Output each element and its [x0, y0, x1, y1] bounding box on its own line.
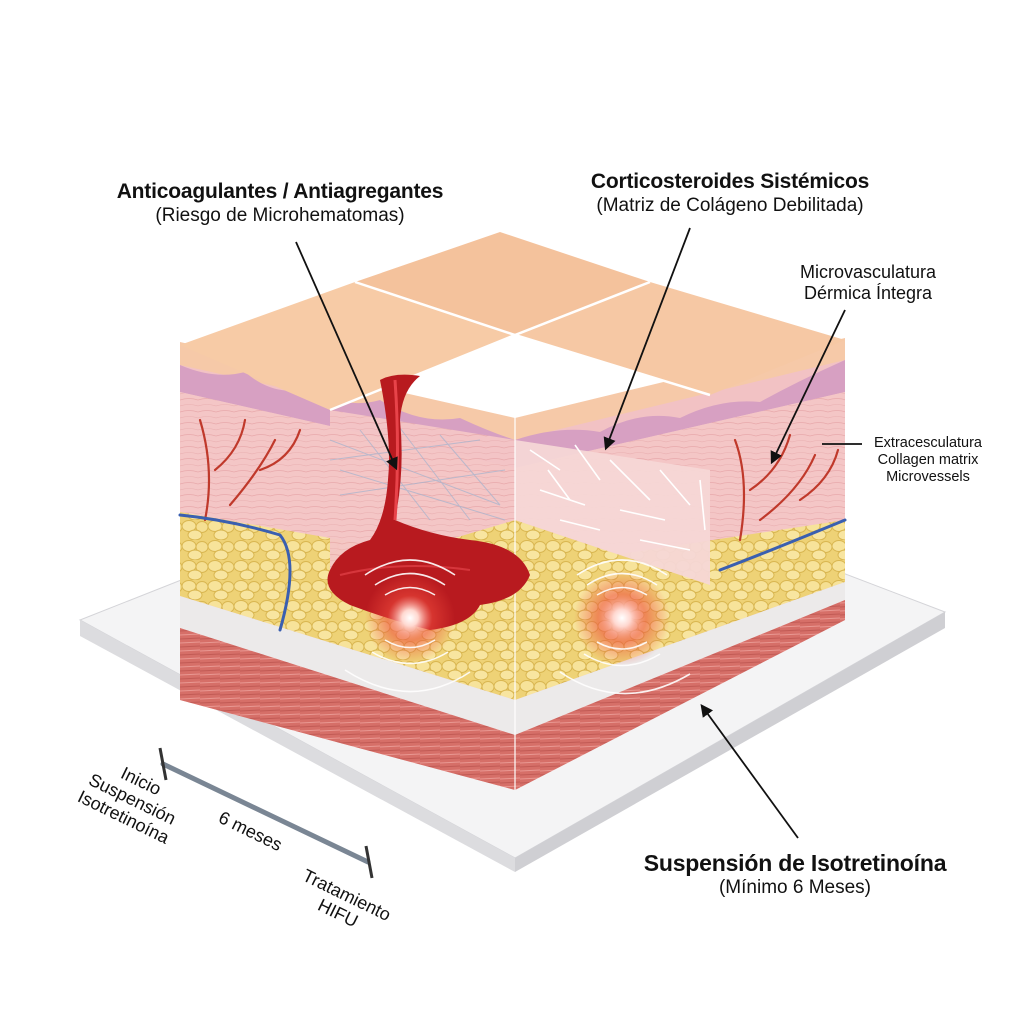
leader-arrows [295, 227, 862, 839]
label-corticosteroids-subtitle: (Matriz de Colágeno Debilitada) [596, 194, 864, 216]
label-isotretinoin-subtitle: (Mínimo 6 Meses) [718, 877, 872, 899]
label-anticoagulants-title: Anticoagulantes / Antiagregantes [116, 180, 444, 203]
fascia-left [180, 596, 515, 735]
side-legend-item: Microvessels [886, 469, 970, 486]
side-legend: Extracesculatura Collagen matrix Microve… [862, 435, 994, 486]
hifu-focus-right [559, 559, 691, 695]
hifu-focus-left [344, 559, 471, 693]
side-legend-item: Collagen matrix [877, 452, 979, 469]
label-isotretinoin-title: Suspensión de Isotretinoína [643, 850, 947, 876]
label-microvasculature: Microvasculatura Dérmica Íntegra [778, 262, 958, 304]
blue-veins [178, 513, 847, 632]
top-surfaces [180, 232, 845, 790]
label-corticosteroids: Corticosteroides Sistémicos (Matriz de C… [560, 170, 900, 217]
arrow-cortico [603, 227, 691, 451]
side-legend-item: Extracesculatura [874, 435, 982, 451]
red-microvessels [198, 418, 840, 542]
label-anticoagulants: Anticoagulantes / Antiagregantes (Riesgo… [110, 180, 450, 227]
timeline-bar [158, 747, 374, 879]
label-microvasculature-line2: Dérmica Íntegra [803, 283, 933, 304]
arrow-microvasc [770, 309, 846, 465]
muscle-left [180, 628, 515, 790]
arrow-isotretinoin [700, 703, 799, 839]
hematoma [327, 374, 530, 630]
label-isotretinoin: Suspensión de Isotretinoína (Mínimo 6 Me… [620, 850, 970, 900]
arrow-anticoag [295, 241, 398, 471]
collagen-fragmented [529, 444, 706, 551]
label-corticosteroids-title: Corticosteroides Sistémicos [590, 170, 870, 193]
label-anticoagulants-subtitle: (Riesgo de Microhematomas) [155, 204, 405, 226]
label-microvasculature-line1: Microvasculatura [799, 262, 937, 282]
